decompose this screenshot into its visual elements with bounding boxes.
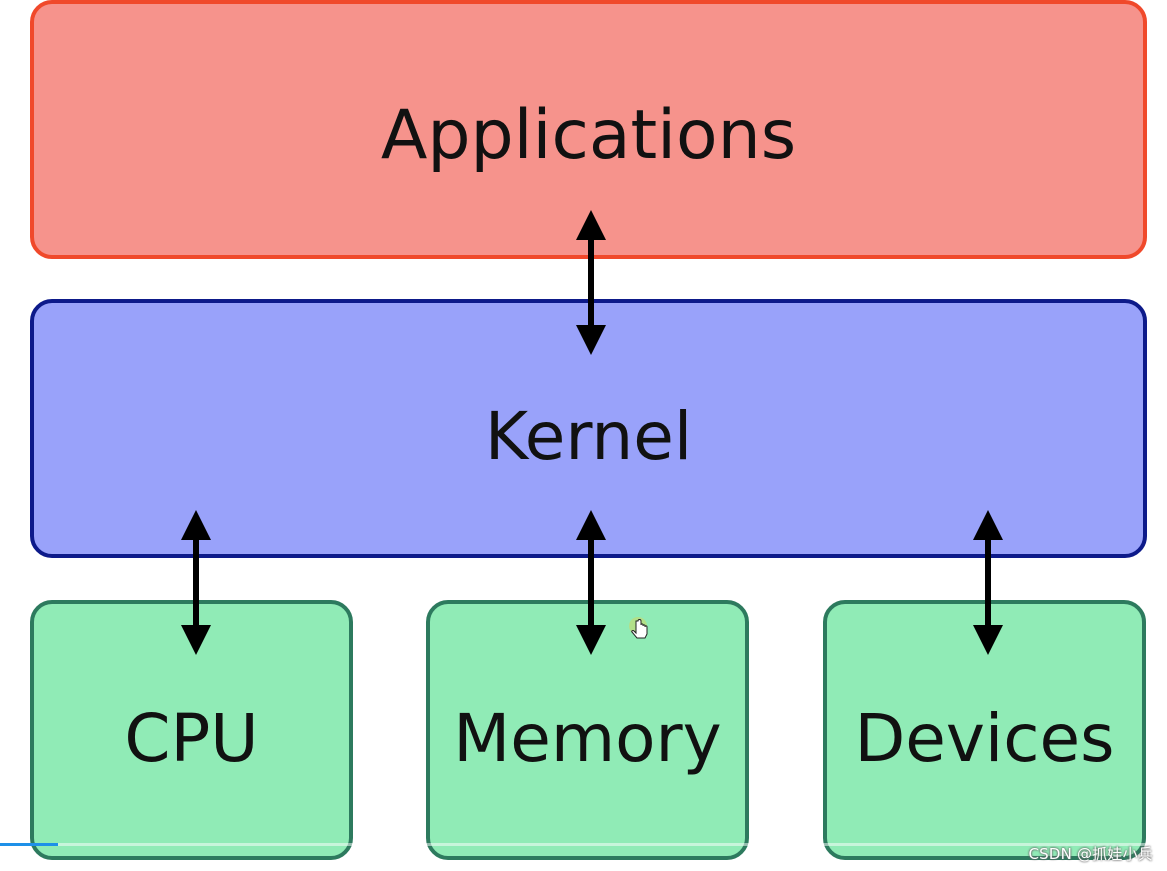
devices-box: Devices — [823, 600, 1146, 860]
cpu-box: CPU — [30, 600, 353, 860]
cpu-label: CPU — [124, 700, 259, 777]
kernel-label: Kernel — [484, 398, 693, 475]
video-progress-fill — [0, 843, 59, 846]
memory-box: Memory — [426, 600, 749, 860]
devices-label: Devices — [854, 700, 1115, 777]
watermark: CSDN @抓娃小兵 — [1028, 845, 1153, 863]
memory-label: Memory — [453, 700, 722, 777]
video-progress-bar[interactable] — [0, 843, 1167, 846]
kernel-box: Kernel — [30, 299, 1147, 558]
applications-label: Applications — [380, 96, 797, 175]
hand-cursor-icon — [629, 617, 648, 639]
applications-box: Applications — [30, 0, 1147, 259]
